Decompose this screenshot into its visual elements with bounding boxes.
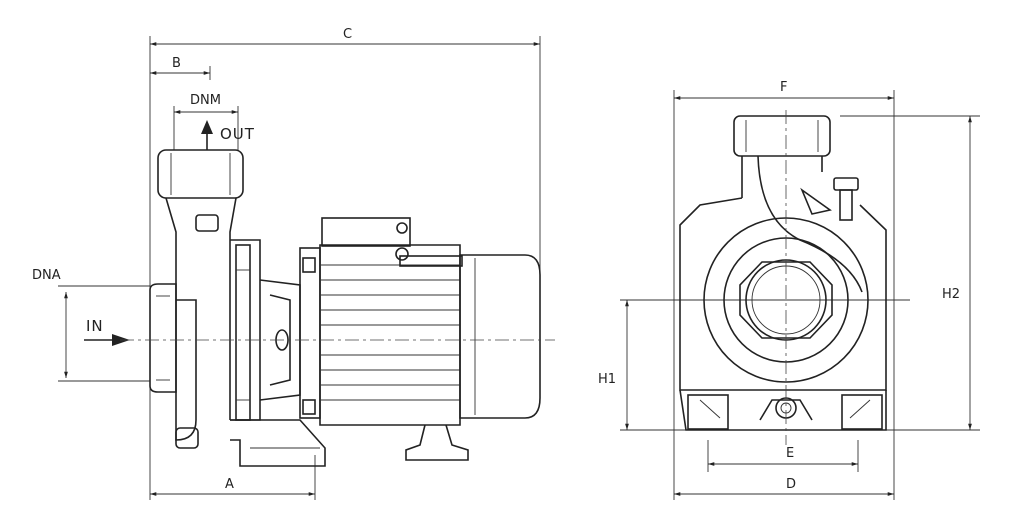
label-b: B	[172, 56, 181, 71]
volute-casing	[679, 155, 887, 391]
discharge-outlet	[157, 149, 244, 420]
side-view: C B DNM OUT DNA IN A	[32, 27, 555, 500]
front-base	[679, 389, 887, 431]
label-in: IN	[86, 317, 104, 335]
front-view: F H2 H1 E D	[598, 80, 980, 500]
front-outlet-flange	[733, 115, 831, 198]
motor-body	[299, 217, 541, 461]
label-f: F	[780, 80, 787, 95]
suction-inlet	[149, 283, 177, 393]
label-h1: H1	[598, 372, 616, 387]
label-a: A	[225, 477, 234, 492]
label-c: C	[343, 27, 352, 42]
label-dna: DNA	[32, 268, 61, 283]
label-e: E	[786, 446, 794, 461]
label-d: D	[786, 477, 796, 492]
terminal-box	[321, 217, 411, 247]
label-out: OUT	[220, 125, 255, 143]
label-dnm: DNM	[190, 93, 221, 108]
pump-casing	[175, 239, 326, 467]
label-h2: H2	[942, 287, 960, 302]
